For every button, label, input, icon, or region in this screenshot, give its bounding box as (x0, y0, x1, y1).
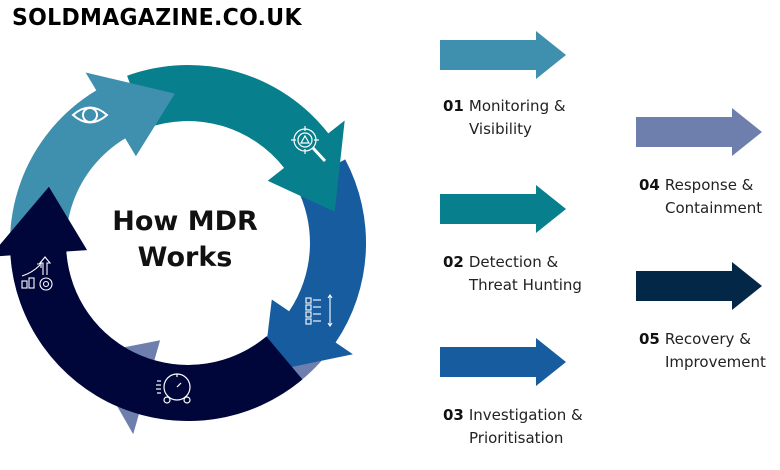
step-title-line2: Improvement (665, 353, 766, 371)
step-title-line2: Threat Hunting (469, 276, 582, 294)
step-number: 02 (443, 253, 464, 271)
eye-icon (71, 106, 109, 124)
step-title-line1: Response & (664, 176, 754, 194)
arrow-shape (440, 185, 566, 233)
threat-search-icon (291, 126, 327, 163)
step-title-line2: Visibility (469, 120, 532, 138)
step-title-line2: Prioritisation (469, 429, 564, 447)
step-number: 01 (443, 97, 464, 115)
cycle-arrow-03 (263, 159, 367, 373)
mdr-cycle-diagram (0, 64, 367, 435)
step-title-line1: Investigation & (468, 406, 583, 424)
step-title-line1: Monitoring & (468, 97, 566, 115)
step-number: 05 (639, 330, 660, 348)
step-arrow-05 (636, 262, 762, 310)
step-title-line1: Detection & (468, 253, 559, 271)
site-title: SOLDMAGAZINE.CO.UK (12, 5, 302, 32)
alarm-clock-icon (156, 373, 191, 404)
step-title-line1: Recovery & (664, 330, 751, 348)
step-arrow-01 (440, 31, 566, 79)
checklist-icon (305, 294, 333, 327)
arrow-shape (440, 31, 566, 79)
arrow-shape (440, 338, 566, 386)
step-number: 04 (639, 176, 660, 194)
cycle-arrow-02 (127, 64, 345, 212)
step-arrow-02 (440, 185, 566, 233)
growth-gear-icon (21, 256, 53, 291)
arrow-shape (636, 108, 762, 156)
arrow-shape (636, 262, 762, 310)
center-title: How MDR Works (95, 204, 275, 276)
step-title-line2: Containment (665, 199, 763, 217)
step-arrow-04 (636, 108, 762, 156)
cycle-arrow-05 (0, 186, 303, 421)
step-number: 03 (443, 406, 464, 424)
step-arrow-03 (440, 338, 566, 386)
center-title-line2: Works (137, 242, 233, 273)
center-title-line1: How MDR (112, 206, 258, 237)
